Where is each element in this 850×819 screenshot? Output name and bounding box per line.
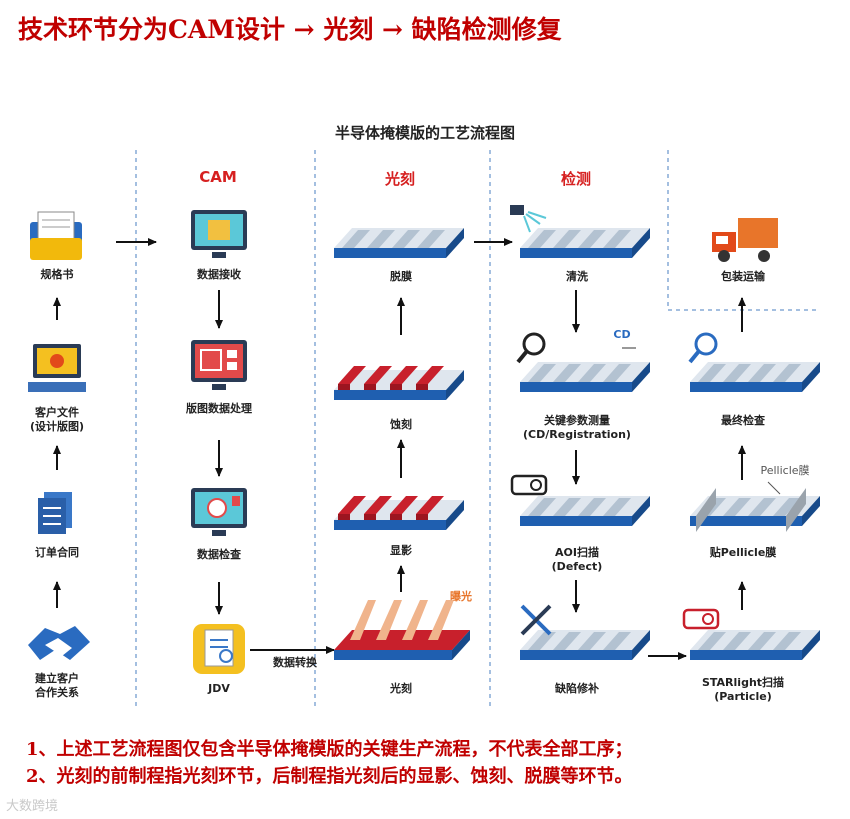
label-ship: 包装运输 — [721, 270, 765, 283]
label-starlight: STARlight扫描 (Particle) — [678, 676, 808, 704]
camera-icon-aoi — [510, 474, 548, 496]
label-client-file-1: 客户文件 — [35, 406, 79, 419]
spray-nozzle-icon — [510, 205, 547, 233]
watermark: 大数跨境 — [6, 799, 59, 814]
footnote-1: 1、上述工艺流程图仅包含半导体掩模版的关键生产流程，不代表全部工序； — [26, 739, 633, 760]
col-header-litho: 光刻 — [384, 170, 415, 188]
label-cd-tag: CD — [613, 328, 631, 341]
label-aoi-2: (Defect) — [551, 560, 603, 573]
handshake-icon — [28, 626, 90, 660]
pellicle-frame — [696, 481, 806, 532]
plate-develop — [334, 496, 464, 530]
label-coop-1: 建立客户 — [35, 672, 79, 685]
magnifier-icon-cd — [516, 332, 546, 364]
label-client-file: 客户文件 (设计版图) — [0, 406, 122, 434]
label-cd-2: (CD/Registration) — [523, 428, 631, 441]
plate-expose — [334, 600, 470, 660]
label-final: 最终检查 — [721, 414, 765, 427]
plate-cd — [520, 362, 650, 392]
label-repair: 缺陷修补 — [555, 682, 599, 695]
label-etch: 蚀刻 — [390, 418, 412, 431]
monitor-layout-icon — [191, 340, 247, 390]
monitor-check-icon — [191, 488, 247, 536]
col-header-cam: CAM — [199, 168, 237, 186]
label-spec: 规格书 — [40, 268, 74, 281]
label-client-file-2: (设计版图) — [29, 420, 85, 433]
divider-4 — [667, 150, 820, 311]
label-strip: 脱膜 — [390, 270, 412, 283]
label-check: 数据检查 — [197, 548, 241, 561]
label-expose-tag: 曝光 — [450, 590, 472, 603]
jdv-icon — [193, 624, 245, 674]
label-starlight-2: (Particle) — [714, 690, 772, 703]
computer-icon — [28, 344, 86, 392]
col-header-inspect: 检测 — [560, 170, 591, 188]
label-aoi: AOI扫描 (Defect) — [512, 546, 642, 574]
plate-repair — [520, 630, 650, 660]
contract-document-icon — [38, 492, 72, 534]
headline: 技术环节分为CAM设计 → 光刻 → 缺陷检测修复 — [18, 15, 562, 44]
label-convert: 数据转换 — [273, 656, 317, 669]
magnifier-icon-final — [688, 332, 718, 364]
monitor-receive-icon — [191, 210, 247, 258]
plate-etch — [334, 366, 464, 400]
label-cd-1: 关键参数测量 — [544, 414, 610, 427]
camera-icon-starlight — [682, 608, 720, 630]
label-jdv: JDV — [208, 682, 230, 695]
plate-strip — [334, 228, 464, 258]
label-clean: 清洗 — [566, 270, 588, 283]
wrench-tool-icon — [520, 604, 552, 636]
label-expose: 光刻 — [390, 682, 412, 695]
label-aoi-1: AOI扫描 — [555, 546, 599, 559]
plate-aoi — [520, 496, 650, 526]
label-pellicle-tag: Pellicle膜 — [760, 464, 810, 477]
label-pellicle: 贴Pellicle膜 — [709, 546, 777, 559]
document-folder-icon — [30, 211, 82, 260]
diagram-title: 半导体掩模版的工艺流程图 — [334, 124, 515, 142]
label-develop: 显影 — [390, 544, 412, 557]
plate-starlight — [690, 630, 820, 660]
label-order: 订单合同 — [35, 546, 79, 559]
label-coop: 建立客户 合作关系 — [0, 672, 122, 700]
label-starlight-1: STARlight扫描 — [701, 676, 785, 689]
plate-clean — [520, 228, 650, 258]
delivery-truck-icon — [712, 218, 778, 262]
footnote-2: 2、光刻的前制程指光刻环节，后制程指光刻后的显影、蚀刻、脱膜等环节。 — [26, 766, 633, 787]
label-cd: 关键参数测量 (CD/Registration) — [512, 414, 642, 442]
label-receive: 数据接收 — [197, 268, 241, 281]
label-process: 版图数据处理 — [186, 402, 252, 415]
plate-final — [690, 362, 820, 392]
label-coop-2: 合作关系 — [35, 686, 79, 699]
footnotes: 1、上述工艺流程图仅包含半导体掩模版的关键生产流程，不代表全部工序； 2、光刻的… — [26, 736, 633, 790]
